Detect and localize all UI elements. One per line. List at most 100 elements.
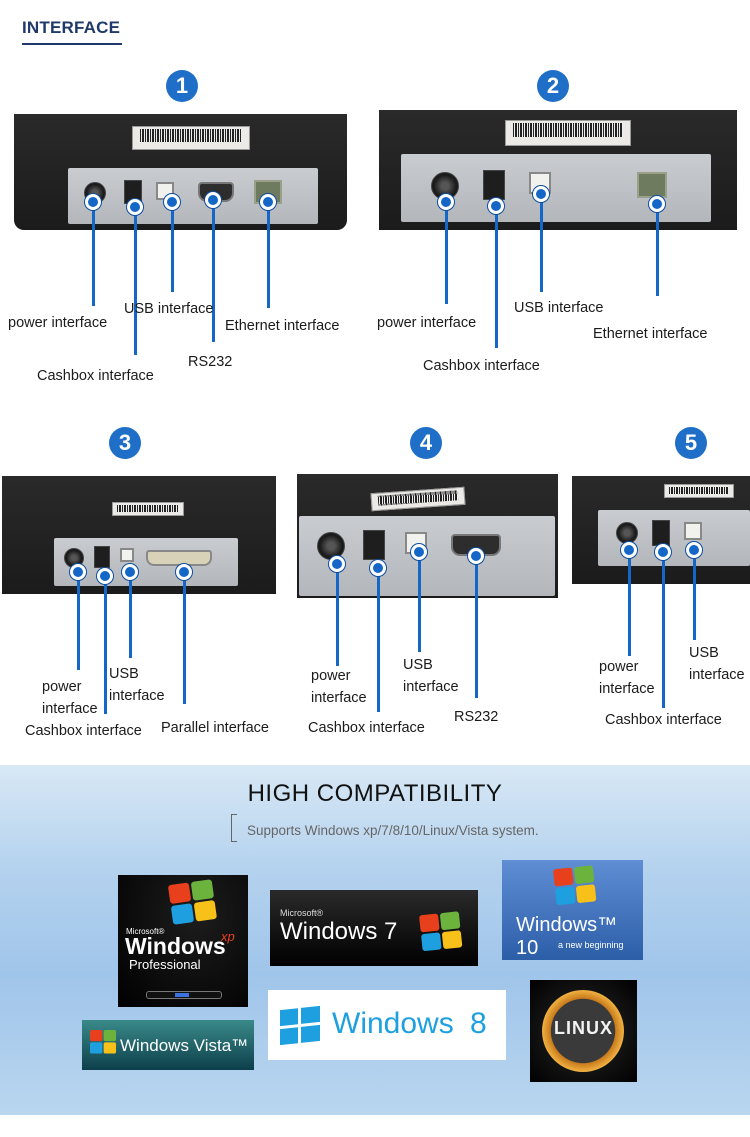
windows-7-logo: Microsoft® Windows 7	[270, 890, 478, 966]
w8-suffix: 8	[470, 1007, 487, 1040]
callout-line	[212, 198, 215, 342]
cashbox-port	[94, 546, 110, 568]
title-underline	[22, 43, 122, 45]
callout-line	[129, 570, 132, 658]
callout-dot	[176, 564, 192, 580]
callout-line	[656, 202, 659, 296]
loading-bar	[146, 991, 222, 999]
windows-10-logo: Windows™ 10 a new beginning	[502, 860, 643, 960]
power-interface-label-line2: interface	[311, 690, 367, 706]
callout-dot	[85, 194, 101, 210]
power-interface-label-line1: power	[599, 659, 639, 675]
windows-xp-logo: Microsoft® Windows xp Professional	[118, 875, 248, 1007]
number-badge-4: 4	[410, 427, 442, 459]
printer-photo-1	[14, 114, 347, 230]
compatibility-subtitle: Supports Windows xp/7/8/10/Linux/Vista s…	[247, 823, 539, 838]
cashbox-port	[652, 520, 670, 546]
callout-dot	[533, 186, 549, 202]
linux-name: LINUX	[554, 1018, 613, 1038]
windows-flag-icon	[552, 865, 599, 912]
number-badge-2: 2	[537, 70, 569, 102]
w7-brand: Microsoft®	[280, 908, 324, 918]
callout-line	[104, 574, 107, 714]
barcode-sticker	[505, 120, 631, 146]
callout-dot	[686, 542, 702, 558]
cashbox-port	[363, 530, 385, 560]
callout-line	[475, 554, 478, 698]
barcode-sticker	[112, 502, 184, 516]
windows-8-logo: Windows 8	[268, 990, 506, 1060]
callout-line	[267, 200, 270, 308]
xp-name: Windows	[125, 933, 226, 959]
w8-name: Windows	[332, 1007, 454, 1040]
usb-interface-label-line1: USB	[689, 645, 719, 661]
cashbox-interface-label: Cashbox interface	[423, 358, 540, 374]
rs232-label: RS232	[188, 354, 233, 370]
callout-dot	[164, 194, 180, 210]
power-interface-label-line2: interface	[599, 681, 655, 697]
xp-brand: Microsoft®	[126, 927, 165, 936]
w10-name: Windows™ 10	[516, 914, 618, 959]
callout-line	[183, 570, 186, 704]
printer-photo-2	[379, 110, 737, 230]
printer-photo-4	[297, 474, 558, 598]
callout-dot	[329, 556, 345, 572]
usb-interface-label-line1: USB	[109, 666, 139, 682]
callout-dot	[655, 544, 671, 560]
cashbox-interface-label: Cashbox interface	[605, 712, 722, 728]
callout-line	[662, 550, 665, 708]
power-port	[317, 532, 345, 560]
ethernet-interface-label: Ethernet interface	[593, 326, 708, 342]
callout-dot	[127, 199, 143, 215]
callout-line	[628, 548, 631, 656]
callout-dot	[205, 192, 221, 208]
windows-flag-icon	[167, 879, 220, 932]
callout-dot	[488, 198, 504, 214]
callout-dot	[438, 194, 454, 210]
callout-line	[418, 550, 421, 652]
callout-dot	[260, 194, 276, 210]
number-badge-3: 3	[109, 427, 141, 459]
usb-interface-label: USB interface	[124, 301, 214, 317]
cashbox-interface-label: Cashbox interface	[308, 720, 425, 736]
callout-dot	[70, 564, 86, 580]
power-interface-label-line1: power	[311, 668, 351, 684]
parallel-interface-label: Parallel interface	[161, 720, 269, 736]
callout-dot	[411, 544, 427, 560]
xp-suffix: xp	[221, 929, 235, 944]
power-interface-label-line1: power	[42, 679, 82, 695]
section-title: INTERFACE	[22, 18, 121, 37]
vista-name: Windows Vista™	[120, 1036, 249, 1055]
usb-interface-label-line2: interface	[689, 667, 745, 683]
windows-vista-logo: Windows Vista™	[82, 1020, 254, 1070]
linux-logo: LINUX	[530, 980, 637, 1082]
callout-line	[134, 205, 137, 355]
w7-name: Windows 7	[280, 918, 398, 945]
rs232-label: RS232	[454, 709, 499, 725]
number-badge-5: 5	[675, 427, 707, 459]
windows-flag-icon	[90, 1030, 117, 1058]
ethernet-interface-label: Ethernet interface	[225, 318, 340, 334]
callout-line	[540, 192, 543, 292]
xp-edition: Professional	[129, 957, 201, 972]
power-port	[616, 522, 638, 544]
callout-line	[445, 200, 448, 304]
ethernet-port	[637, 172, 667, 198]
callout-line	[495, 204, 498, 348]
w10-tagline: a new beginning	[558, 940, 624, 950]
power-interface-label-line2: interface	[42, 701, 98, 717]
callout-line	[171, 200, 174, 292]
callout-line	[336, 562, 339, 666]
callout-line	[693, 548, 696, 640]
power-interface-label: power interface	[8, 315, 108, 331]
printer-photo-3	[2, 476, 276, 594]
compatibility-title: HIGH COMPATIBILITY	[247, 780, 503, 807]
number-badge-1: 1	[166, 70, 198, 102]
callout-dot	[370, 560, 386, 576]
callout-dot	[122, 564, 138, 580]
usb-interface-label-line2: interface	[109, 688, 165, 704]
barcode-sticker	[664, 484, 734, 498]
usb-interface-label-line1: USB	[403, 657, 433, 673]
cashbox-interface-label: Cashbox interface	[37, 368, 154, 384]
callout-line	[77, 570, 80, 670]
